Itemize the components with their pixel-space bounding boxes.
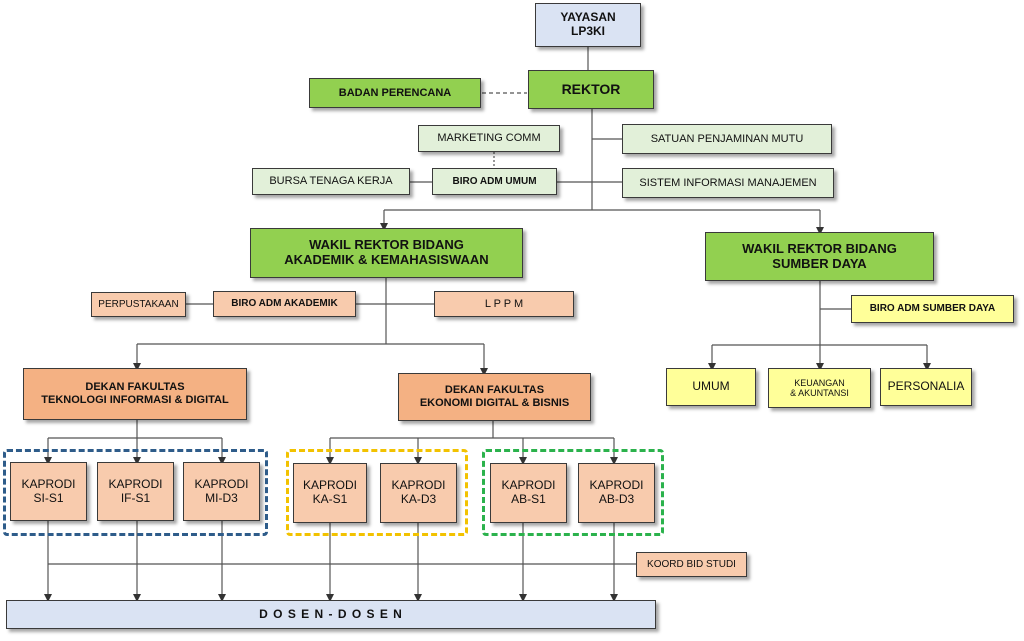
node-biro-adm-umum: BIRO ADM UMUM [432,168,557,195]
node-sistem-informasi-manajemen: SISTEM INFORMASI MANAJEMEN [622,168,834,198]
node-dekan-tid: DEKAN FAKULTAS TEKNOLOGI INFORMASI & DIG… [23,368,247,420]
node-biro-adm-sumber-daya: BIRO ADM SUMBER DAYA [851,295,1014,323]
node-perpustakaan: PERPUSTAKAAN [91,292,186,317]
node-rektor: REKTOR [528,70,654,109]
node-kaprodi-if-s1: KAPRODI IF-S1 [97,462,174,521]
node-wr-akademik: WAKIL REKTOR BIDANG AKADEMIK & KEMAHASIS… [250,228,523,278]
node-kaprodi-ka-d3: KAPRODI KA-D3 [380,463,457,523]
node-personalia: PERSONALIA [880,368,972,406]
node-satuan-penjaminan-mutu: SATUAN PENJAMINAN MUTU [622,124,832,154]
node-kaprodi-si-s1: KAPRODI SI-S1 [10,462,87,521]
group-fti-programs [3,449,268,536]
group-ab-programs [482,449,664,536]
node-lppm: L P P M [434,291,574,317]
node-biro-adm-akademik: BIRO ADM AKADEMIK [213,291,356,317]
node-marketing-comm: MARKETING COMM [418,125,560,152]
node-badan-perencana: BADAN PERENCANA [309,78,481,108]
node-koord-bid-studi: KOORD BID STUDI [636,552,747,577]
group-ka-programs [286,449,468,536]
node-wr-sumber-daya: WAKIL REKTOR BIDANG SUMBER DAYA [705,232,934,281]
node-yayasan: YAYASAN LP3KI [535,3,641,47]
node-kaprodi-ab-d3: KAPRODI AB-D3 [578,463,655,523]
node-kaprodi-ab-s1: KAPRODI AB-S1 [490,463,567,523]
node-kaprodi-ka-s1: KAPRODI KA-S1 [293,463,367,523]
node-keuangan-akuntansi: KEUANGAN & AKUNTANSI [768,368,871,408]
node-dekan-edb: DEKAN FAKULTAS EKONOMI DIGITAL & BISNIS [398,373,591,421]
node-kaprodi-mi-d3: KAPRODI MI-D3 [183,462,260,521]
node-dosen: D O S E N - D O S E N [6,600,656,629]
node-bursa-tenaga-kerja: BURSA TENAGA KERJA [252,168,410,195]
node-umum: UMUM [666,368,756,406]
